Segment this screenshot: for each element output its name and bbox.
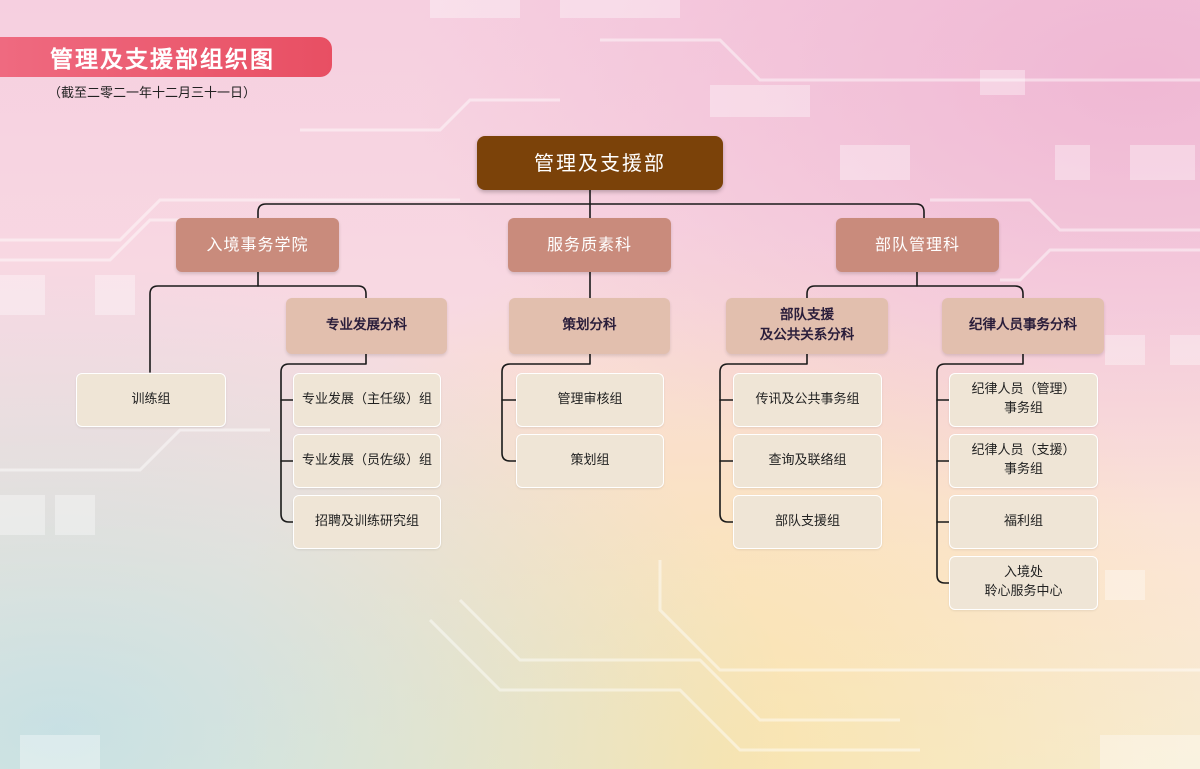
- bg-tile: [0, 495, 45, 535]
- page-title: 管理及支援部组织图: [0, 37, 332, 77]
- unit-node: 部队支援组: [733, 495, 882, 549]
- unit-node: 管理审核组: [516, 373, 664, 427]
- bg-tile: [430, 0, 520, 18]
- division-node-force-management: 部队管理科: [836, 218, 999, 272]
- unit-node: 传讯及公共事务组: [733, 373, 882, 427]
- bg-tile: [1105, 335, 1145, 365]
- subdivision-node-professional-development: 专业发展分科: [286, 298, 447, 354]
- bg-tile: [840, 145, 910, 180]
- subdivision-node-planning: 策划分科: [509, 298, 670, 354]
- bg-tile: [1055, 145, 1090, 180]
- bg-tile: [980, 70, 1025, 95]
- unit-node: 查询及联络组: [733, 434, 882, 488]
- bg-tile: [0, 275, 45, 315]
- bg-tile: [55, 495, 95, 535]
- division-node-academy: 入境事务学院: [176, 218, 339, 272]
- org-root-node: 管理及支援部: [477, 136, 723, 190]
- bg-tile: [1130, 145, 1195, 180]
- subdivision-node-force-support-pr: 部队支援 及公共关系分科: [726, 298, 888, 354]
- page-subtitle: （截至二零二一年十二月三十一日）: [48, 86, 257, 101]
- bg-tile: [1105, 570, 1145, 600]
- bg-tile: [20, 735, 100, 769]
- division-node-service-quality: 服务质素科: [508, 218, 671, 272]
- bg-tile: [560, 0, 680, 18]
- unit-node: 纪律人员（支援） 事务组: [949, 434, 1098, 488]
- unit-node-training: 训练组: [76, 373, 226, 427]
- unit-node: 福利组: [949, 495, 1098, 549]
- bg-tile: [1100, 735, 1200, 769]
- subdivision-node-disciplined-staff: 纪律人员事务分科: [942, 298, 1104, 354]
- unit-node: 入境处 聆心服务中心: [949, 556, 1098, 610]
- unit-node: 招聘及训练研究组: [293, 495, 441, 549]
- bg-tile: [710, 85, 810, 117]
- unit-node: 纪律人员（管理） 事务组: [949, 373, 1098, 427]
- bg-tile: [95, 275, 135, 315]
- unit-node: 策划组: [516, 434, 664, 488]
- unit-node: 专业发展（员佐级）组: [293, 434, 441, 488]
- bg-tile: [1170, 335, 1200, 365]
- unit-node: 专业发展（主任级）组: [293, 373, 441, 427]
